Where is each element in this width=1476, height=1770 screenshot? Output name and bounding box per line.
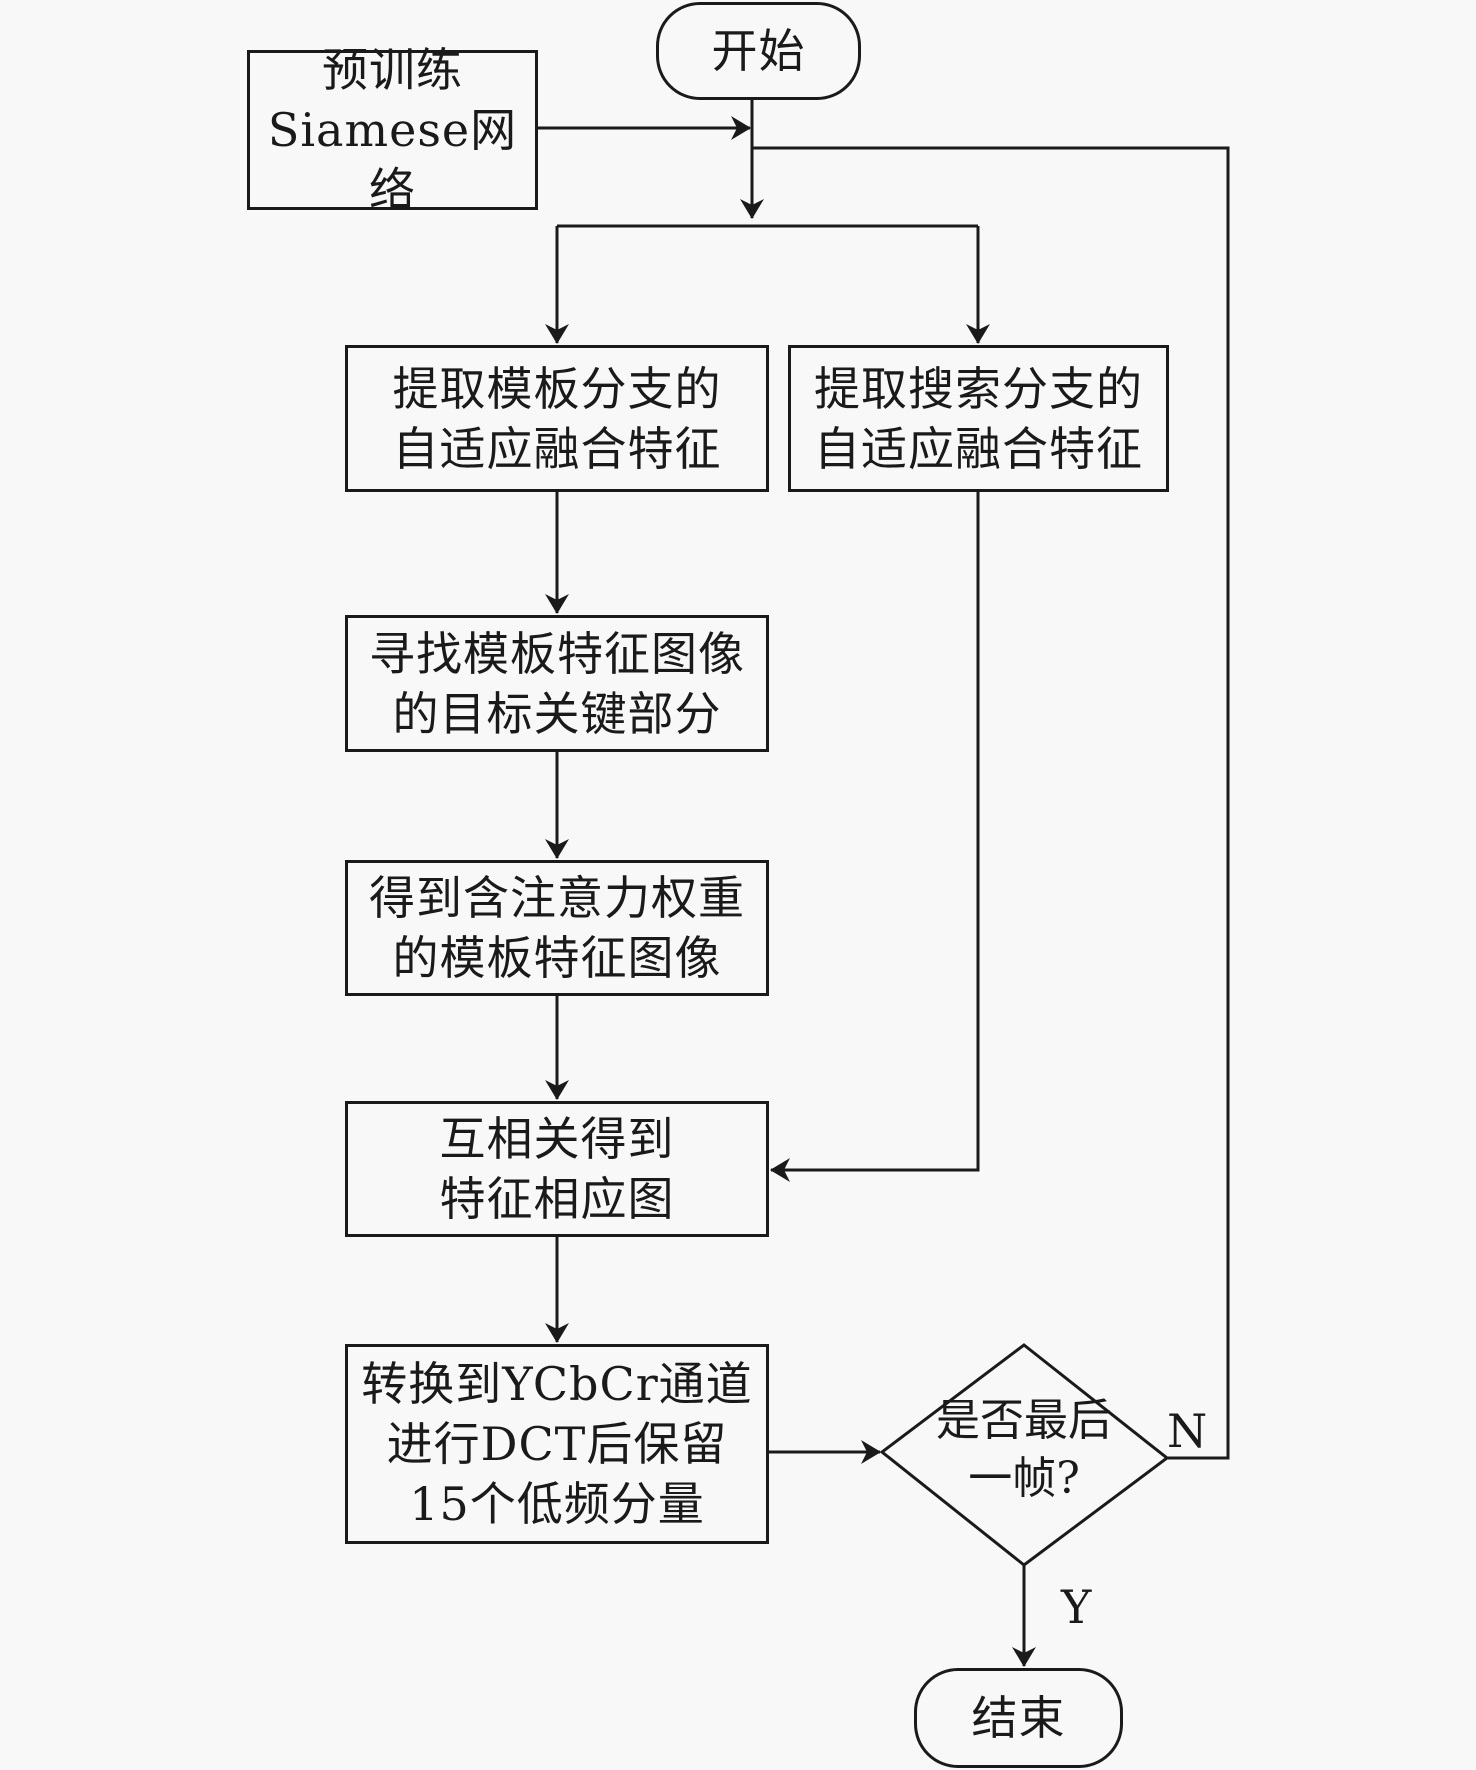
edge-search-to-correlation [770, 492, 980, 1182]
find-key-part-node: 寻找模板特征图像 的目标关键部分 [345, 615, 769, 752]
edge-loop-return [752, 146, 1230, 1460]
pretrain-node: 预训练 Siamese网络 [247, 43, 538, 217]
end-node: 结束 [914, 1668, 1123, 1768]
no-label: N [1167, 1404, 1208, 1458]
template-feature-node: 提取模板分支的 自适应融合特征 [345, 345, 769, 492]
decision-diamond [879, 1343, 1170, 1567]
search-feature-node: 提取搜索分支的 自适应融合特征 [788, 345, 1169, 492]
attention-weight-node: 得到含注意力权重 的模板特征图像 [345, 860, 769, 996]
start-node: 开始 [656, 2, 861, 100]
yes-label: Y [1061, 1580, 1092, 1634]
dct-node: 转换到YCbCr通道 进行DCT后保留 15个低频分量 [345, 1344, 769, 1544]
decision-text: 是否最后 一帧? [936, 1395, 1112, 1504]
cross-correlation-node: 互相关得到 特征相应图 [345, 1101, 769, 1237]
